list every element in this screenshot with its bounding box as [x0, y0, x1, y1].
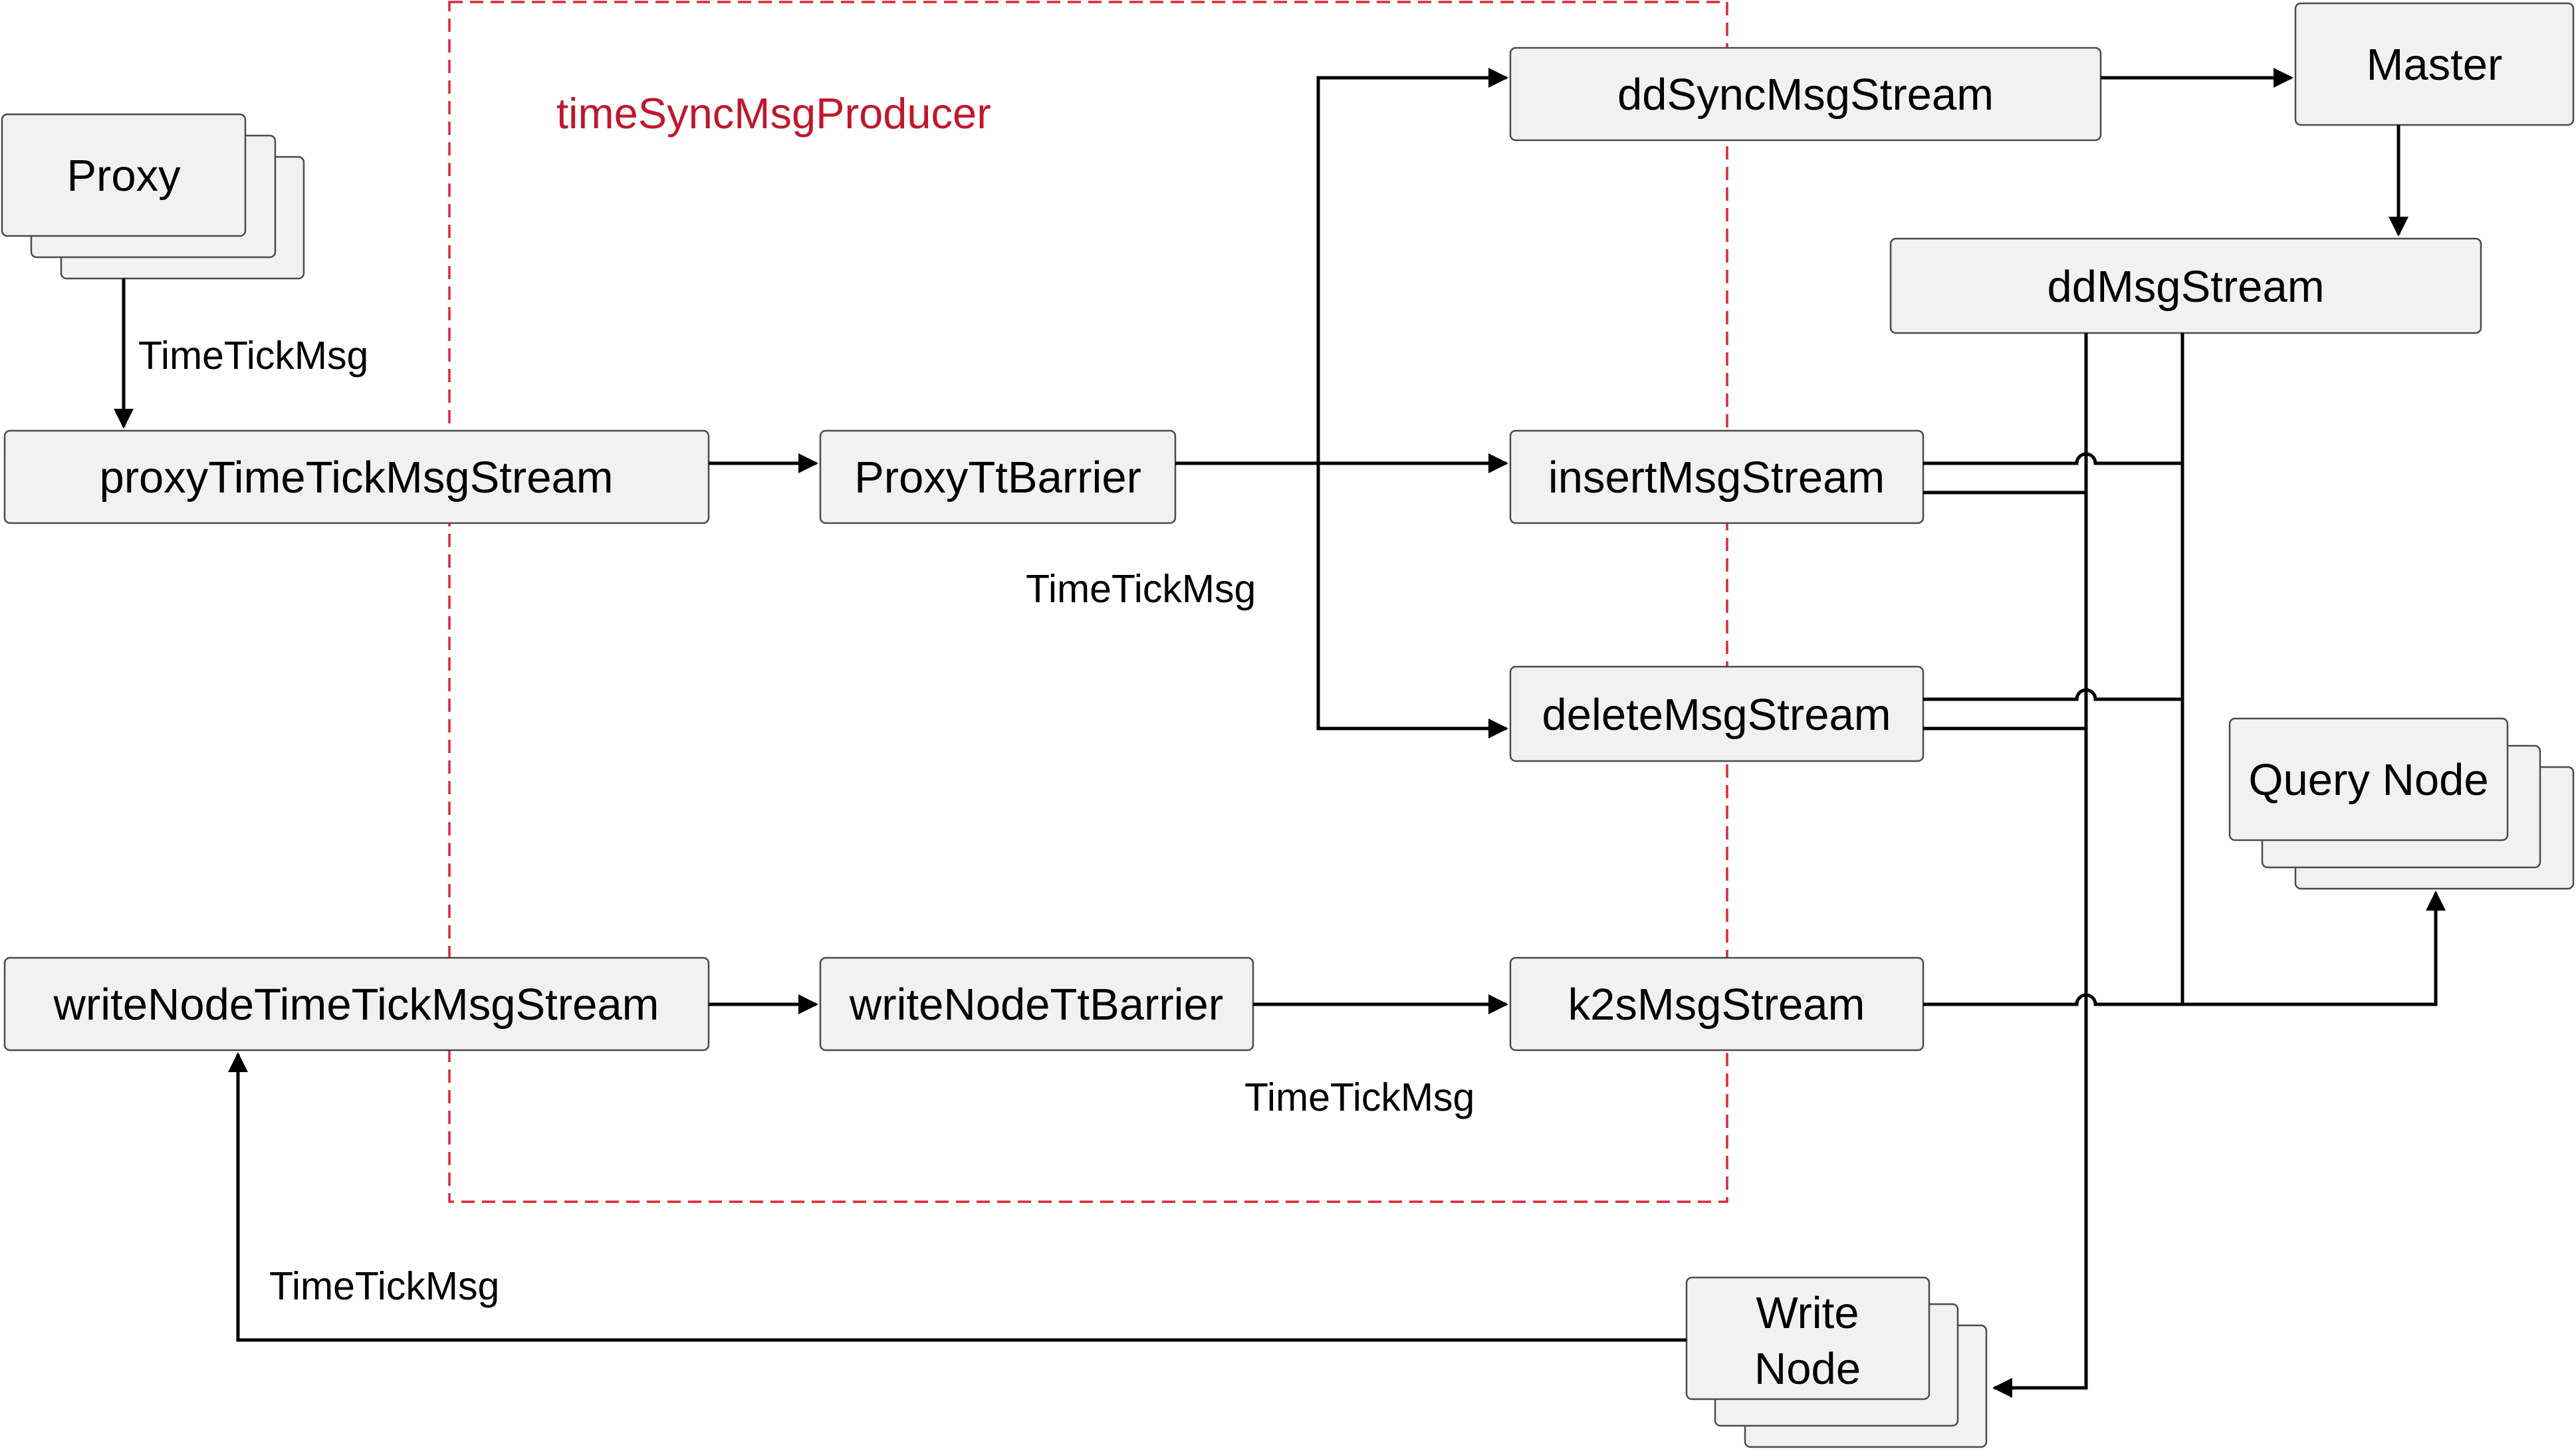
- writenode-timetick-stream-label: writeNodeTimeTickMsgStream: [53, 980, 659, 1030]
- edge-label-writenode-feedback-timetick: TimeTickMsg: [269, 1264, 499, 1308]
- write-node: Write Node: [1685, 1276, 1988, 1448]
- proxy-label: Proxy: [66, 151, 181, 201]
- insert-msg-stream-node: insertMsgStream: [1509, 429, 1925, 524]
- master-label: Master: [2367, 40, 2503, 90]
- proxy-node: Proxy: [1, 113, 305, 280]
- time-sync-producer-group: [448, 1, 1728, 1203]
- dd-msg-stream-node: ddMsgStream: [1889, 237, 2482, 334]
- writenode-tt-barrier-node: writeNodeTtBarrier: [819, 956, 1254, 1052]
- write-node-label-line1: Write: [1756, 1288, 1859, 1338]
- edge-barrier-to-ddsync: [1316, 68, 1508, 463]
- bus-ddmsg-to-writenode: [1992, 333, 2088, 1398]
- k2s-msg-stream-node: k2sMsgStream: [1509, 956, 1925, 1052]
- proxy-timetick-stream-node: proxyTimeTickMsgStream: [3, 429, 710, 524]
- query-node: Query Node: [2228, 717, 2575, 890]
- proxy-tt-barrier-label: ProxyTtBarrier: [854, 453, 1141, 502]
- edge-label-proxy-timetick: TimeTickMsg: [138, 334, 368, 378]
- writenode-timetick-stream-node: writeNodeTimeTickMsgStream: [3, 956, 710, 1052]
- write-node-label-line2: Node: [1754, 1344, 1861, 1394]
- dd-sync-msg-stream-label: ddSyncMsgStream: [1617, 70, 1994, 120]
- insert-msg-stream-label: insertMsgStream: [1548, 453, 1885, 502]
- master-node: Master: [2294, 2, 2575, 126]
- group-label: timeSyncMsgProducer: [556, 89, 991, 138]
- edge-delete-to-querynode-bus: [1923, 688, 2182, 701]
- edge-insert-to-querynode-bus: [1923, 452, 2182, 465]
- edge-writenode-feedback: [228, 1052, 1687, 1342]
- edge-label-barrier-timetick: TimeTickMsg: [1026, 567, 1256, 611]
- dd-msg-stream-label: ddMsgStream: [2047, 262, 2324, 312]
- query-node-label: Query Node: [2248, 755, 2488, 805]
- writenode-tt-barrier-label: writeNodeTtBarrier: [849, 980, 1223, 1030]
- dd-sync-msg-stream-node: ddSyncMsgStream: [1509, 47, 2102, 142]
- proxy-timetick-stream-label: proxyTimeTickMsgStream: [99, 453, 613, 502]
- delete-msg-stream-node: deleteMsgStream: [1509, 665, 1925, 762]
- edge-label-writenode-barrier-timetick: TimeTickMsg: [1244, 1075, 1474, 1119]
- k2s-msg-stream-label: k2sMsgStream: [1568, 980, 1865, 1030]
- proxy-tt-barrier-node: ProxyTtBarrier: [819, 429, 1177, 524]
- edge-barrier-to-delete: [1316, 463, 1508, 738]
- delete-msg-stream-label: deleteMsgStream: [1542, 690, 1891, 740]
- edge-k2s-to-querynode: [1923, 891, 2446, 1006]
